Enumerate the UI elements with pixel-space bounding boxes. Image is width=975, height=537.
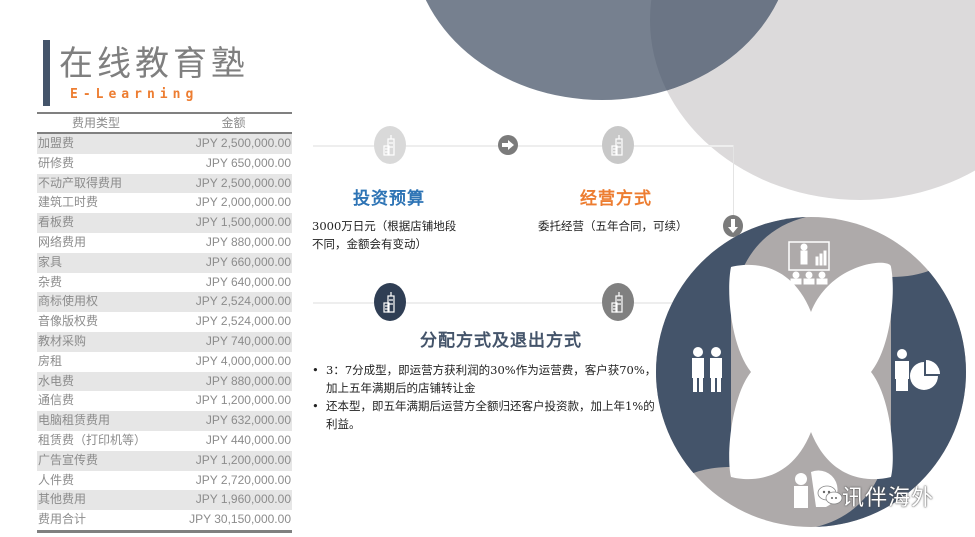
- cell-amount: JPY 880,000.00: [205, 373, 291, 388]
- cell-amount: JPY 1,200,000.00: [195, 393, 291, 408]
- background-circle-overlap: [412, 0, 792, 100]
- connector-line-bottom: [313, 302, 733, 304]
- cell-type: 建筑工时费: [38, 195, 99, 210]
- table-row: 商标使用权 JPY 2,524,000.00: [37, 292, 292, 313]
- cell-amount: JPY 640,000.00: [205, 274, 291, 289]
- operation-text: 委托经营（五年合同，可续）: [538, 219, 688, 233]
- cell-type: 人件费: [38, 472, 75, 487]
- table-row: 水电费 JPY 880,000.00: [37, 371, 292, 392]
- building-icon: [383, 292, 395, 313]
- cell-amount: JPY 650,000.00: [205, 155, 291, 170]
- presentation-icon: [788, 241, 830, 285]
- cell-amount: JPY 2,000,000.00: [195, 195, 291, 210]
- cell-type: 其他费用: [38, 492, 87, 507]
- column-header-type: 费用类型: [71, 116, 120, 130]
- distribution-heading: 分配方式及退出方式: [420, 331, 582, 351]
- cell-type: 广告宣传费: [38, 452, 99, 467]
- cell-type: 教材采购: [38, 333, 87, 348]
- arrow-right-icon: [498, 135, 518, 155]
- cell-type: 不动产取得费用: [38, 175, 123, 190]
- building-icon: [611, 135, 623, 156]
- table-row: 教材采购 JPY 740,000.00: [37, 331, 292, 352]
- table-row: 其他费用 JPY 1,960,000.00: [37, 490, 292, 511]
- table-row: 电脑租赁费用 JPY 632,000.00: [37, 411, 292, 431]
- table-row: 人件费 JPY 2,720,000.00: [37, 471, 292, 491]
- cell-type: 研修费: [38, 155, 75, 170]
- table-row: 不动产取得费用 JPY 2,500,000.00: [37, 173, 292, 194]
- investment-text-line2: 不同，金额会有变动）: [312, 237, 427, 251]
- table-row: 建筑工时费 JPY 2,000,000.00: [37, 193, 292, 213]
- cell-type: 水电费: [38, 373, 75, 388]
- cell-amount: JPY 660,000.00: [205, 254, 291, 269]
- cost-table: 费用类型 金额 加盟费 JPY 2,500,000.00 研修费 JPY 650,0…: [37, 112, 292, 533]
- title-accent-bar: [43, 40, 50, 106]
- cell-amount: JPY 880,000.00: [205, 234, 291, 249]
- cell-type: 网络费用: [38, 234, 87, 249]
- watermark-text: 讯伴海外: [842, 486, 935, 511]
- connector-line-top: [313, 145, 733, 147]
- cell-type: 看板费: [38, 215, 75, 230]
- table-row: 加盟费 JPY 2,500,000.00: [37, 134, 292, 154]
- step-icon-gray: [602, 283, 634, 321]
- distribution-step-icon: [374, 283, 406, 321]
- cell-amount: JPY 1,960,000.00: [195, 492, 291, 507]
- arrow-down-icon: [723, 215, 743, 237]
- table-header: 费用类型 金额: [37, 114, 292, 134]
- cell-amount: JPY 740,000.00: [205, 333, 291, 348]
- table-row: 音像版权费 JPY 2,524,000.00: [37, 312, 292, 332]
- distribution-bullets: 3：7分成型，即运营方获利润的30%作为运营费，客户获70%，加上五年满期后的店…: [312, 361, 662, 433]
- page-subtitle: E-Learning: [70, 87, 199, 102]
- investment-step-icon: [374, 126, 406, 164]
- cell-type: 加盟费: [38, 136, 75, 150]
- cell-amount: JPY 2,500,000.00: [195, 175, 291, 190]
- business-people-icon: [692, 347, 722, 392]
- cell-amount: JPY 1,200,000.00: [195, 452, 291, 467]
- investment-heading: 投资预算: [353, 189, 425, 209]
- table-row: 看板费 JPY 1,500,000.00: [37, 213, 292, 233]
- table-total-row: 费用合计 JPY 30,150,000.00: [37, 510, 292, 530]
- table-row: 房租 JPY 4,000,000.00: [37, 352, 292, 372]
- cell-amount: JPY 30,150,000.00: [189, 512, 291, 527]
- cell-amount: JPY 1,500,000.00: [195, 215, 291, 230]
- wechat-icon: [817, 485, 843, 505]
- cell-type: 音像版权费: [38, 314, 99, 329]
- cell-amount: JPY 2,524,000.00: [195, 294, 291, 309]
- cell-amount: JPY 2,500,000.00: [195, 136, 291, 150]
- column-header-amount: 金额: [221, 116, 246, 130]
- table-body: 加盟费 JPY 2,500,000.00 研修费 JPY 650,000.00 不动…: [37, 134, 292, 530]
- building-icon: [383, 135, 395, 156]
- cell-amount: JPY 2,524,000.00: [195, 314, 291, 329]
- cell-amount: JPY 632,000.00: [205, 413, 291, 428]
- operation-step-icon: [602, 126, 634, 164]
- cell-type: 杂费: [38, 274, 63, 289]
- cell-type: 电脑租赁费用: [38, 413, 111, 428]
- operation-heading: 经营方式: [580, 189, 652, 209]
- bullet-item: 3：7分成型，即运营方获利润的30%作为运营费，客户获70%，加上五年满期后的店…: [312, 361, 662, 397]
- investment-text-line1: 3000万日元（根据店铺地段: [312, 219, 457, 233]
- cell-amount: JPY 4,000,000.00: [195, 353, 291, 368]
- cell-amount: JPY 440,000.00: [205, 432, 291, 447]
- cell-type: 租赁费（打印机等）: [38, 432, 147, 447]
- building-icon: [611, 292, 623, 313]
- page-title: 在线教育塾: [59, 44, 249, 84]
- flower-diagram: [656, 217, 966, 527]
- cell-type: 费用合计: [38, 512, 87, 527]
- table-row: 杂费 JPY 640,000.00: [37, 273, 292, 293]
- table-row: 通信费 JPY 1,200,000.00: [37, 391, 292, 411]
- cell-type: 家具: [38, 254, 63, 269]
- cell-type: 房租: [38, 353, 63, 368]
- table-row: 网络费用 JPY 880,000.00: [37, 233, 292, 253]
- bullet-item: 还本型，即五年满期后运营方全额归还客户投资款，加上年1%的利益。: [312, 397, 662, 433]
- cell-type: 通信费: [38, 393, 75, 408]
- businessman-chart-icon: [895, 349, 940, 391]
- table-row: 租赁费（打印机等） JPY 440,000.00: [37, 431, 292, 451]
- cell-amount: JPY 2,720,000.00: [195, 472, 291, 487]
- table-row: 家具 JPY 660,000.00: [37, 252, 292, 273]
- table-row: 广告宣传费 JPY 1,200,000.00: [37, 450, 292, 471]
- cell-type: 商标使用权: [38, 294, 99, 309]
- table-row: 研修费 JPY 650,000.00: [37, 154, 292, 174]
